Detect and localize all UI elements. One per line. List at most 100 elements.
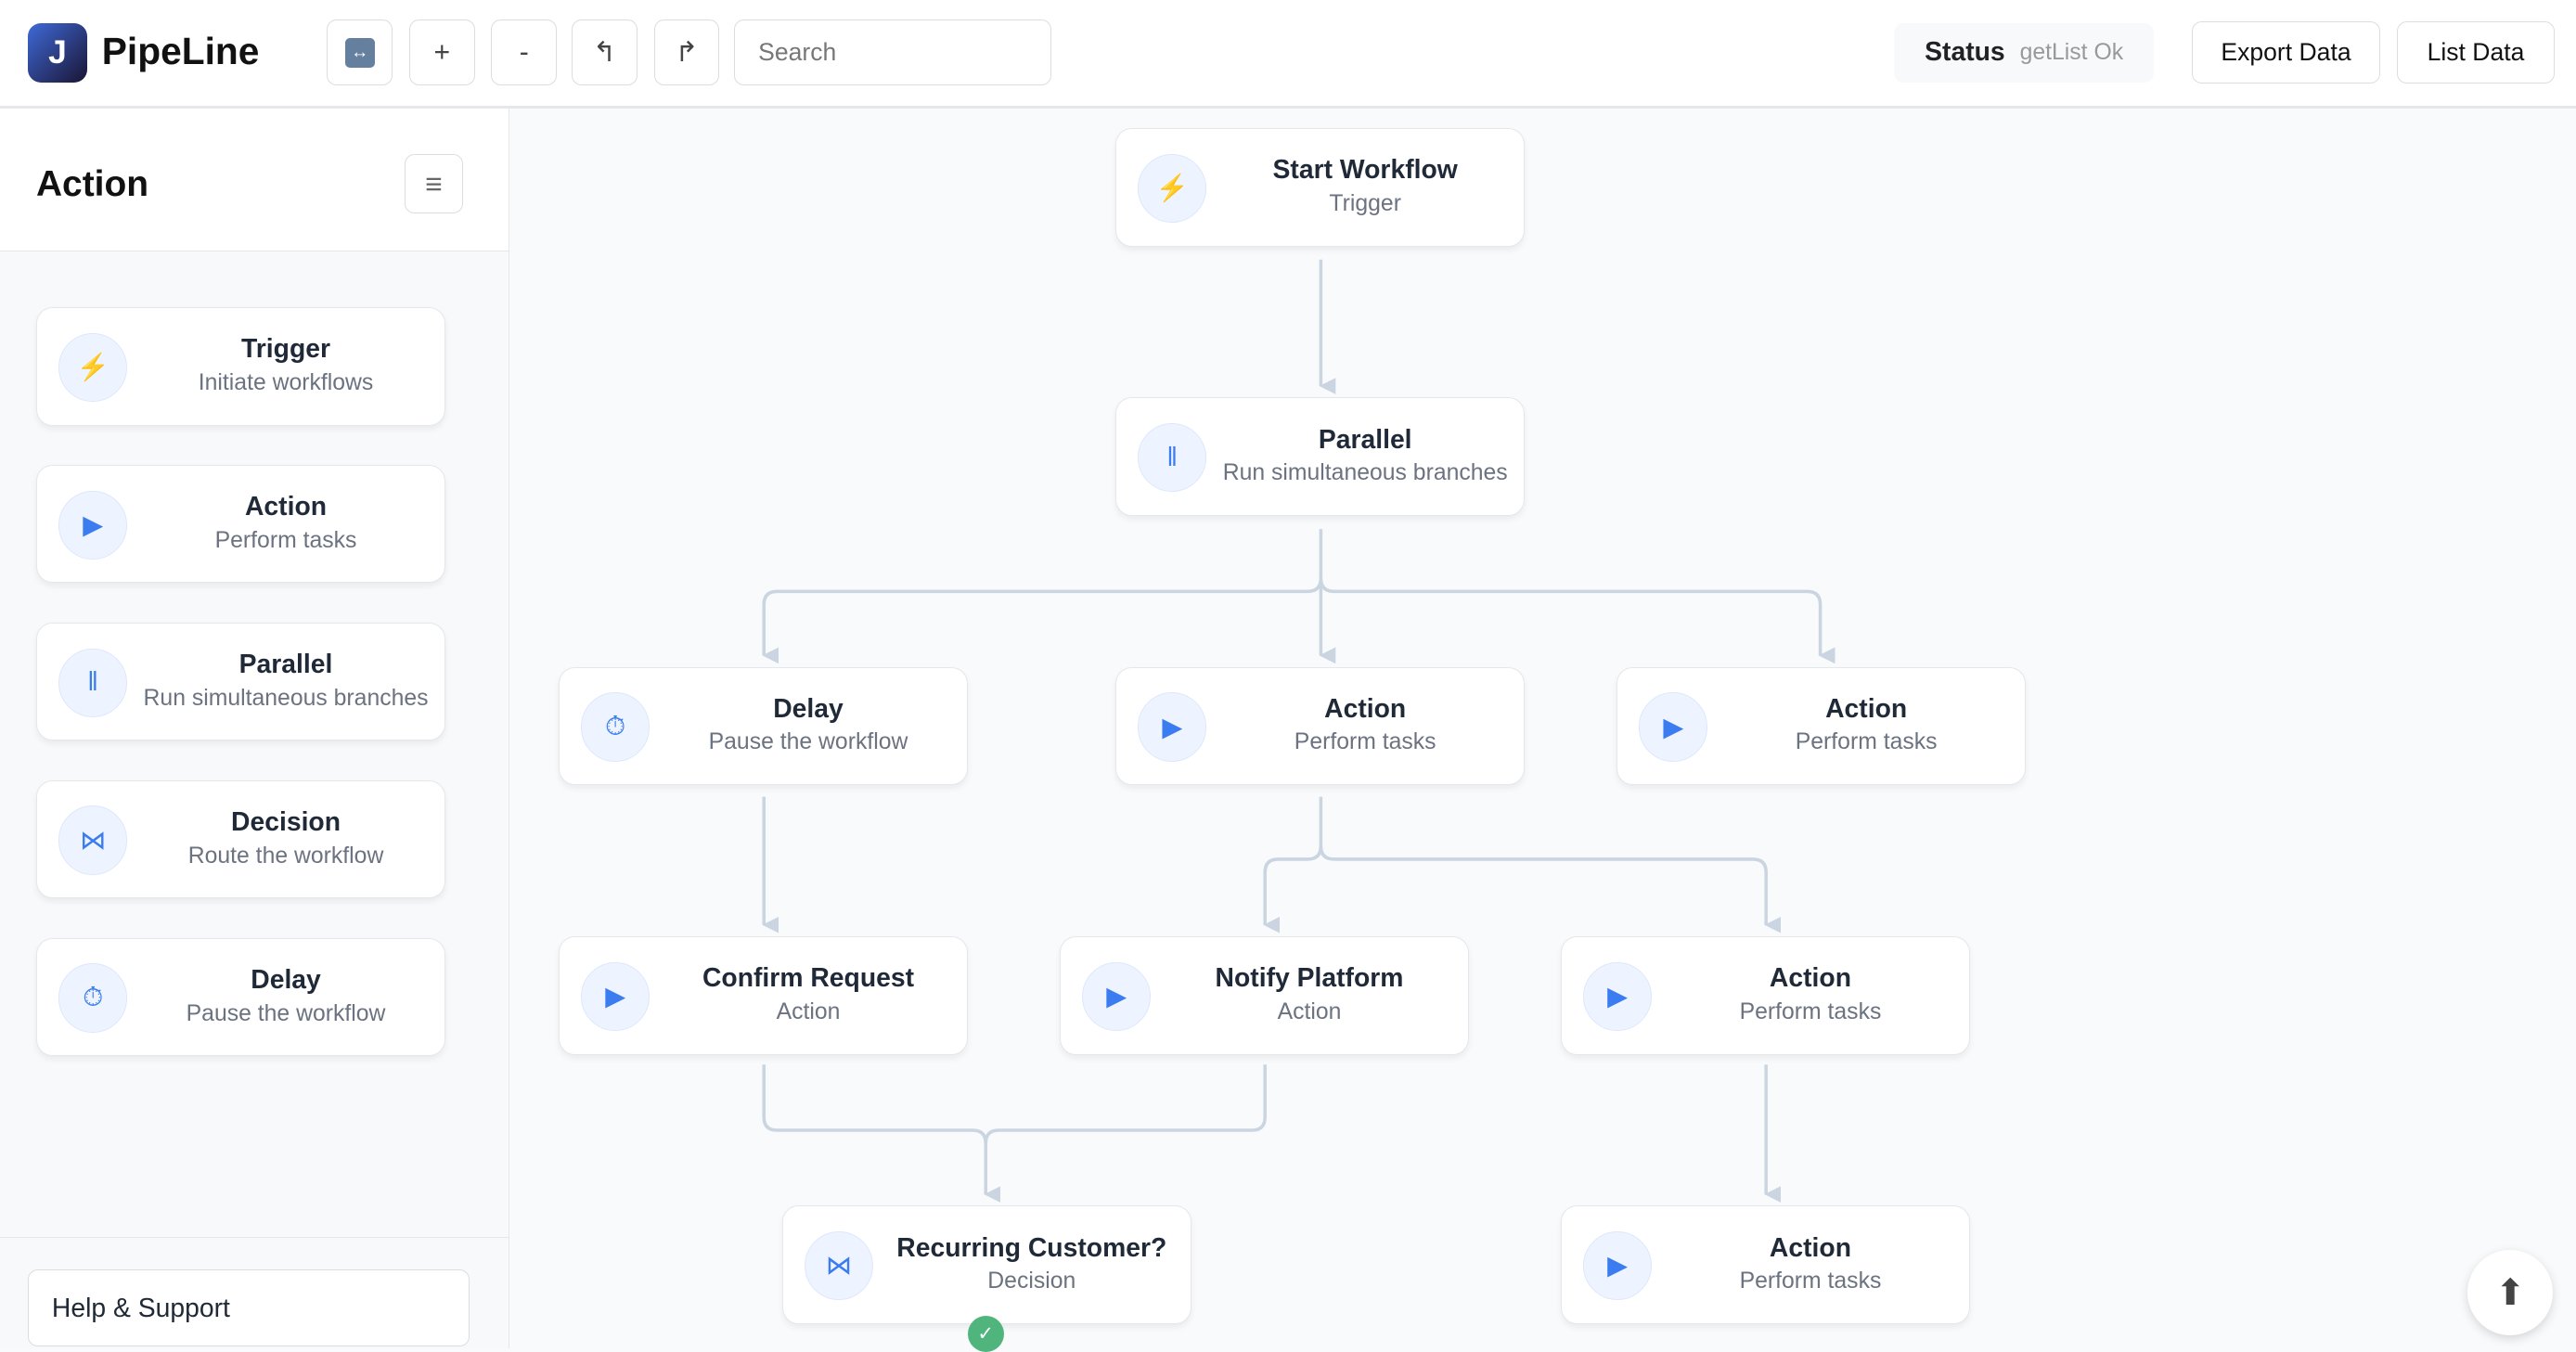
- card-title: Delay: [773, 694, 844, 725]
- play-icon: ▶: [1582, 961, 1653, 1032]
- sidebar-footer: Help & Support: [0, 1237, 509, 1348]
- status-value: getList Ok: [2019, 39, 2124, 65]
- card-subtitle: Action: [776, 998, 841, 1024]
- card-subtitle: Perform tasks: [1739, 998, 1882, 1024]
- card-subtitle: Perform tasks: [1294, 729, 1436, 755]
- list-data-button[interactable]: List Data: [2397, 21, 2555, 84]
- card-subtitle: Decision: [987, 1268, 1076, 1294]
- check-icon[interactable]: ✓: [967, 1316, 1004, 1352]
- card-subtitle: Perform tasks: [1795, 729, 1938, 755]
- card-title: Action: [244, 492, 328, 522]
- zoom-in-button[interactable]: +: [408, 19, 475, 86]
- card-subtitle: Run simultaneous branches: [143, 685, 429, 711]
- logo: J: [28, 22, 87, 83]
- card-subtitle: Perform tasks: [214, 527, 357, 553]
- card-title: Start Workflow: [1272, 155, 1458, 186]
- play-icon: ▶: [1582, 1231, 1653, 1301]
- edge: [1319, 578, 1835, 664]
- arrow-up-icon: ⬆: [2494, 1272, 2526, 1313]
- export-data-button[interactable]: Export Data: [2191, 21, 2381, 84]
- card-title: Decision: [231, 807, 341, 838]
- status-label: Status: [1925, 37, 2005, 68]
- play-icon: ▶: [1081, 961, 1152, 1032]
- parallel-icon: ‖: [1138, 422, 1207, 493]
- lightning-icon: ⚡: [58, 332, 128, 402]
- edge: [984, 1064, 1267, 1144]
- edge: [762, 529, 1323, 664]
- sidebar-header: Action ≡: [0, 108, 509, 251]
- card-title: Delay: [251, 965, 321, 996]
- decision-icon: ⋈: [58, 805, 128, 875]
- card-title: Parallel: [238, 650, 333, 680]
- sidebar-title: Action: [35, 164, 149, 205]
- card-title: Parallel: [1318, 424, 1412, 455]
- card-subtitle: Pause the workflow: [708, 729, 908, 755]
- zoom-out-button[interactable]: -: [491, 19, 558, 86]
- card-title: Recurring Customer?: [896, 1232, 1167, 1263]
- timer-icon: ⏱: [58, 963, 128, 1033]
- play-icon: ▶: [1138, 692, 1207, 762]
- card-subtitle: Pause the workflow: [186, 1000, 386, 1026]
- edge: [1263, 796, 1323, 934]
- undo-button[interactable]: ↰: [572, 19, 638, 86]
- redo-button[interactable]: ↱: [653, 19, 720, 86]
- card-subtitle: Action: [1277, 998, 1342, 1024]
- parallel-icon: ‖: [58, 648, 128, 717]
- card-subtitle: Perform tasks: [1739, 1268, 1882, 1294]
- edge: [1319, 845, 1782, 934]
- card-text: Recurring Customer? Decision: [873, 1233, 1190, 1294]
- scroll-top-button[interactable]: ⬆: [2467, 1250, 2554, 1336]
- play-icon: ▶: [58, 490, 128, 560]
- menu-button[interactable]: ≡: [404, 154, 464, 214]
- help-support-button[interactable]: Help & Support: [28, 1268, 470, 1346]
- card-title: Action: [1769, 963, 1851, 994]
- card-title: Confirm Request: [702, 963, 915, 994]
- edge: [762, 1064, 1001, 1203]
- card-title: Action: [1324, 694, 1407, 725]
- card-title: Notify Platform: [1215, 963, 1404, 994]
- search-input[interactable]: [734, 19, 1052, 86]
- fit-view-button[interactable]: ↔: [327, 19, 393, 86]
- decision-icon: ⋈: [804, 1231, 874, 1301]
- card-subtitle: Trigger: [1329, 190, 1401, 216]
- card-subtitle: Initiate workflows: [198, 369, 374, 395]
- workflow-node[interactable]: ⋈ Recurring Customer? Decision: [781, 1205, 1191, 1324]
- status-indicator: Status getList Ok: [1894, 22, 2154, 83]
- play-icon: ▶: [580, 961, 650, 1032]
- timer-icon: ⏱: [580, 692, 650, 762]
- card-title: Trigger: [241, 334, 331, 365]
- play-icon: ▶: [1639, 692, 1708, 762]
- lightning-icon: ⚡: [1138, 153, 1207, 223]
